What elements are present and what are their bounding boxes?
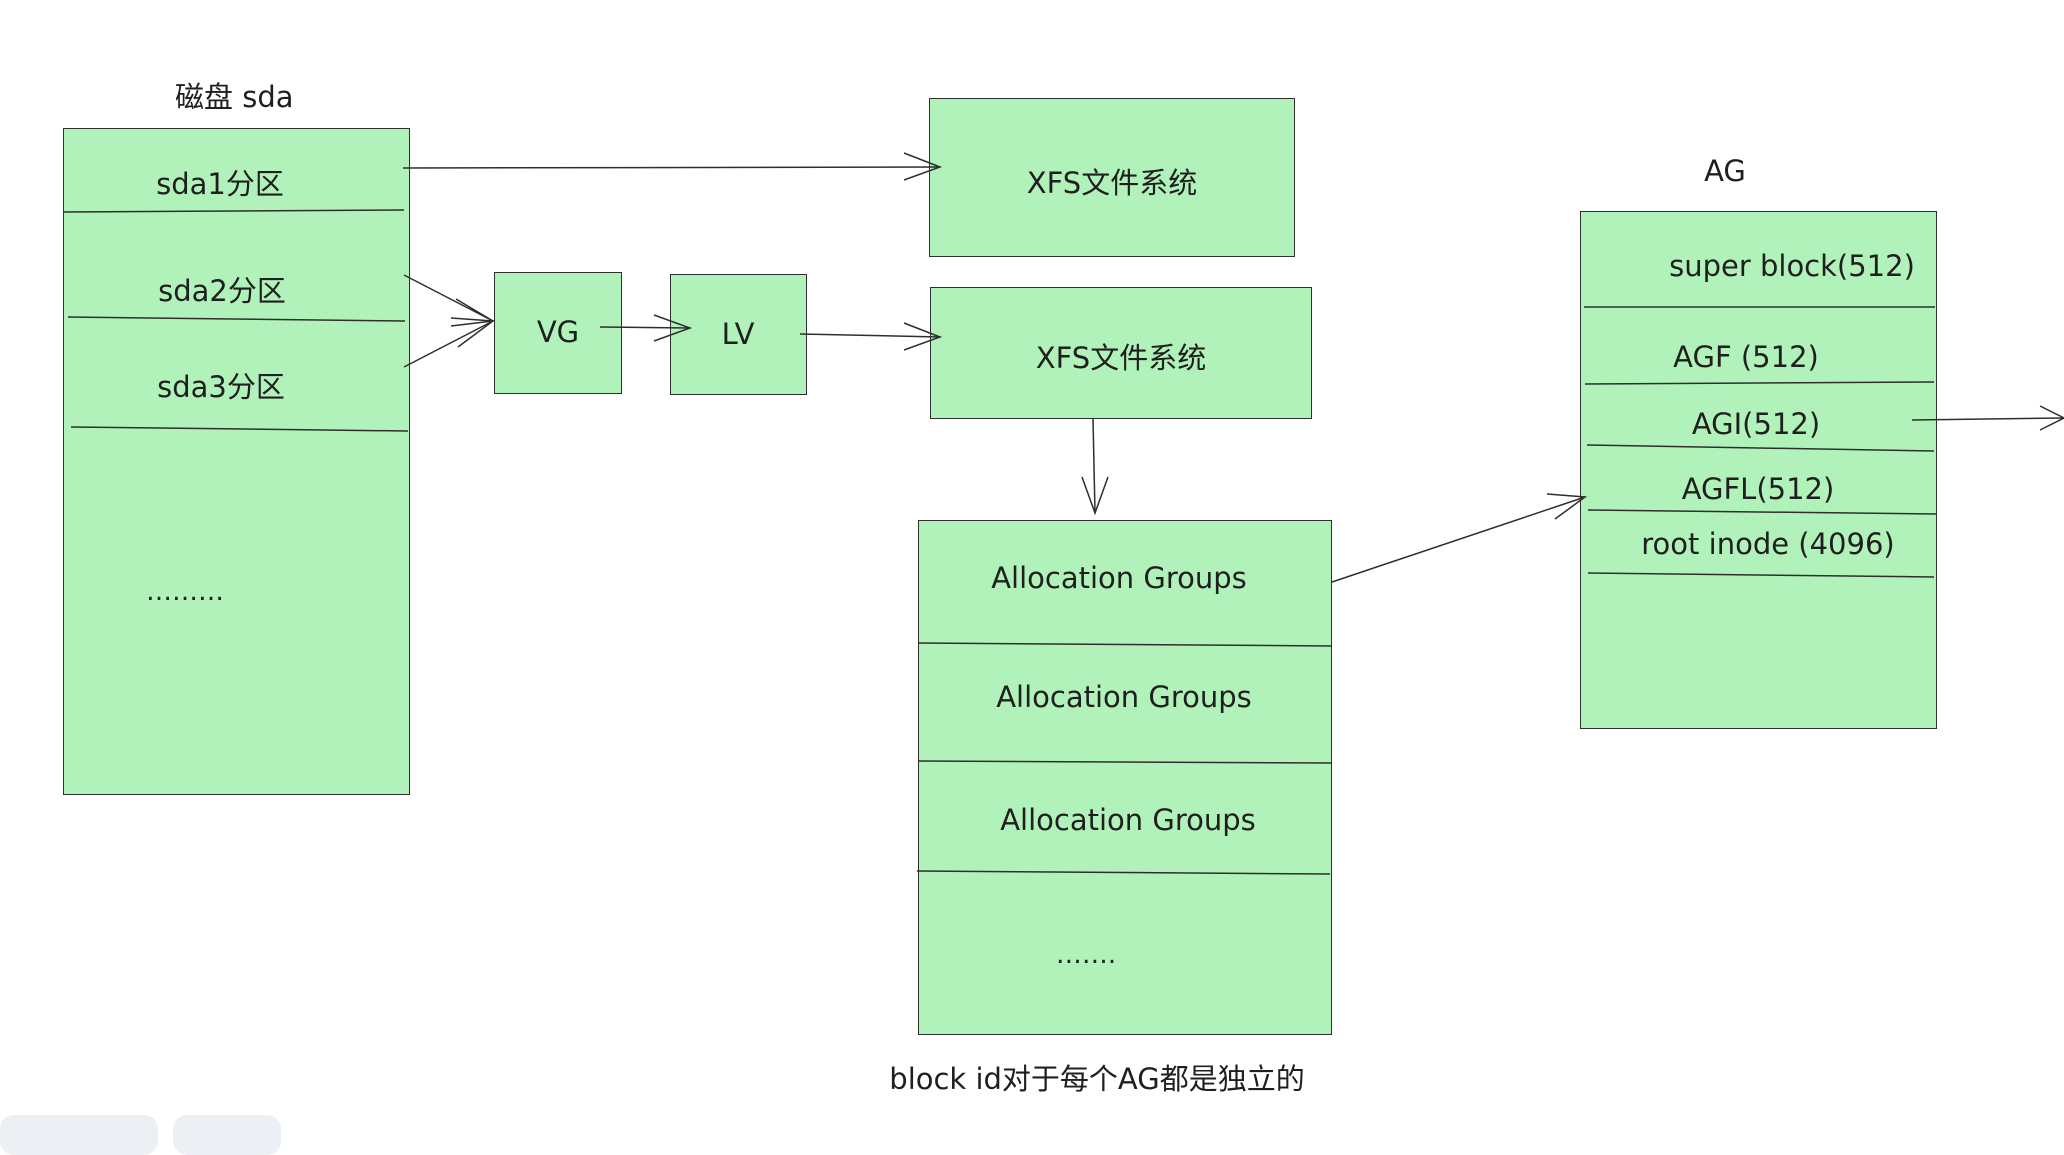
disk-divider [67, 316, 406, 322]
arrowhead [1081, 476, 1109, 516]
arrow-agi-out [1911, 417, 2064, 421]
xfs-filesystem-top-box[interactable] [929, 98, 1295, 257]
arrow-lv-to-xfs [799, 333, 941, 338]
ag-row-root-inode: root inode (4096) [1641, 527, 1895, 561]
partition-sda1-label: sda1分区 [156, 167, 284, 201]
block-id-caption: block id对于每个AG都是独立的 [889, 1062, 1305, 1096]
ag-box[interactable] [1580, 211, 1937, 729]
arrowhead [903, 322, 943, 351]
disk-sda-box[interactable] [63, 128, 410, 795]
arrow-sda3-to-vg [403, 320, 494, 368]
ag-list-divider [916, 870, 1331, 875]
arrowhead [1546, 493, 1588, 520]
allocation-group-label: Allocation Groups [991, 561, 1247, 595]
arrow-allocation-groups-to-ag [1331, 496, 1586, 583]
ag-divider [1586, 444, 1935, 452]
disk-divider [70, 426, 409, 432]
ag-list-divider [917, 760, 1333, 764]
xfs-lvm-label: XFS文件系统 [1035, 341, 1207, 375]
arrowhead [903, 152, 943, 181]
allocation-group-label: Allocation Groups [1000, 803, 1256, 837]
xfs-filesystem-lvm-box[interactable] [930, 287, 1312, 419]
partition-more-label: ……… [146, 577, 224, 607]
xfs-top-label: XFS文件系统 [1026, 166, 1198, 200]
allocation-groups-box[interactable] [918, 520, 1332, 1035]
allocation-group-more-label: ……. [1055, 940, 1117, 970]
vg-label: VG [536, 315, 580, 349]
ag-row-super-block: super block(512) [1669, 249, 1915, 283]
partition-sda2-label: sda2分区 [158, 274, 286, 308]
ag-row-agfl: AGFL(512) [1681, 472, 1835, 506]
ag-divider [1584, 381, 1935, 385]
arrowhead [2039, 405, 2064, 431]
ag-list-divider [917, 642, 1333, 647]
ag-divider [1587, 509, 1938, 515]
arrowhead [653, 314, 693, 342]
bottom-tab[interactable] [173, 1115, 281, 1155]
vg-box[interactable] [494, 272, 622, 394]
bottom-tab[interactable] [0, 1115, 158, 1155]
ag-row-agf: AGF (512) [1673, 340, 1819, 374]
partition-sda3-label: sda3分区 [157, 370, 285, 404]
allocation-group-label: Allocation Groups [996, 680, 1252, 714]
ag-title: AG [1704, 154, 1746, 188]
lv-label: LV [721, 317, 755, 351]
arrow-xfs-to-allocation-groups [1092, 418, 1096, 514]
ag-divider [1587, 572, 1935, 578]
disk-title: 磁盘 sda [175, 80, 294, 114]
lv-box[interactable] [670, 274, 807, 395]
arrow-sda1-to-xfs [402, 166, 941, 169]
arrow-sda2-to-vg [403, 274, 494, 322]
disk-divider [62, 209, 405, 213]
arrow-vg-to-lv [599, 326, 691, 329]
ag-row-agi: AGI(512) [1691, 407, 1821, 441]
arrowhead [450, 319, 496, 348]
